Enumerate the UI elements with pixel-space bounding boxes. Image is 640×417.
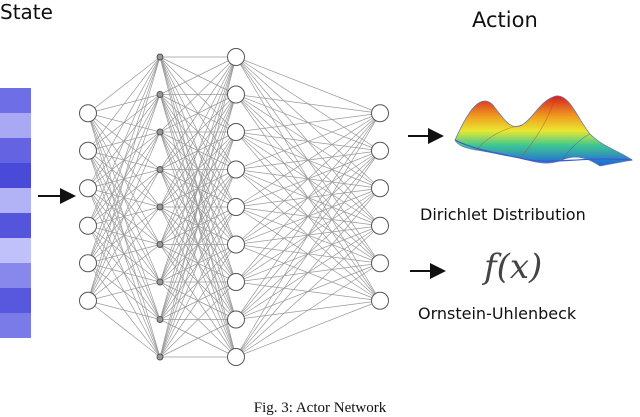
network-node (156, 166, 164, 173)
network-node (156, 353, 164, 361)
network-edge (159, 281, 237, 358)
state-vector (0, 88, 31, 338)
state-cell (0, 188, 31, 213)
state-cell (0, 213, 31, 238)
network-edge (159, 56, 237, 170)
network-edge (87, 56, 161, 114)
action-label: Action (472, 8, 538, 32)
network-node (227, 273, 245, 291)
network-node (371, 179, 389, 198)
network-edge (87, 56, 161, 226)
network-node (156, 91, 164, 98)
network-edge (87, 244, 161, 302)
network-edge (235, 188, 381, 358)
network-edge (87, 56, 161, 189)
network-edge (235, 112, 381, 208)
network-node (156, 203, 164, 211)
state-cell (0, 88, 31, 113)
network-node (156, 128, 164, 136)
network-node (371, 216, 389, 235)
network-node (79, 179, 97, 198)
network-node (371, 291, 389, 310)
network-edge (87, 169, 161, 301)
figure-caption: Fig. 3: Actor Network (253, 400, 387, 416)
network-edge (235, 113, 381, 283)
network-node (156, 316, 164, 323)
network-edge (87, 131, 161, 301)
network-edge (159, 244, 237, 358)
network-node (156, 241, 164, 248)
state-cell (0, 113, 31, 138)
network-edge (159, 56, 237, 208)
network-edge (87, 56, 161, 151)
network-node (79, 216, 97, 235)
network-edge (159, 56, 237, 283)
network-node (79, 104, 97, 123)
network-edge (235, 56, 381, 114)
network-edge (87, 300, 161, 320)
network-node (227, 160, 245, 179)
network-edge (235, 112, 381, 245)
network-edges (87, 56, 381, 358)
function-fx-icon: f(x) (484, 247, 543, 287)
network-edge (235, 300, 381, 358)
network-node (227, 198, 245, 216)
network-node (156, 278, 164, 286)
network-edge (87, 281, 161, 302)
network-edge (87, 56, 161, 264)
network-node (227, 310, 245, 329)
state-label: State (0, 0, 53, 24)
network-edge (159, 169, 237, 358)
network-nodes (79, 48, 389, 366)
network-node (371, 104, 389, 123)
network-edge (159, 56, 237, 358)
network-edge (159, 56, 237, 320)
network-node (227, 348, 245, 366)
state-cell (0, 138, 31, 163)
network-edge (235, 113, 381, 358)
network-node (227, 235, 245, 254)
network-edge (235, 113, 381, 320)
network-edge (159, 56, 237, 95)
network-node (156, 53, 164, 61)
ornstein-uhlenbeck-label: Ornstein-Uhlenbeck (418, 304, 577, 323)
network-node (79, 254, 97, 273)
state-cell (0, 288, 31, 313)
network-node (227, 48, 245, 66)
network-edge (159, 56, 237, 133)
network-edge (235, 94, 381, 114)
network-edge (159, 206, 237, 358)
state-cell (0, 263, 31, 288)
network-node (79, 291, 97, 310)
network-edge (159, 56, 237, 245)
network-edge (87, 56, 161, 301)
network-edge (159, 94, 237, 358)
state-cell (0, 163, 31, 188)
network-node (371, 141, 389, 160)
network-edge (235, 112, 381, 170)
surface-plot-icon (454, 95, 633, 167)
network-edge (235, 262, 381, 358)
network-edge (235, 225, 381, 358)
network-edge (235, 112, 381, 133)
state-cell (0, 238, 31, 263)
state-cell (0, 313, 31, 338)
network-edge (235, 150, 381, 358)
network-node (227, 123, 245, 141)
network-edge (159, 319, 237, 358)
network-edge (87, 206, 161, 301)
network-node (79, 141, 97, 160)
network-edge (87, 300, 161, 358)
network-edge (159, 131, 237, 358)
dirichlet-distribution-label: Dirichlet Distribution (420, 205, 586, 224)
network-node (371, 254, 389, 273)
network-edge (87, 94, 161, 301)
network-node (227, 85, 245, 104)
